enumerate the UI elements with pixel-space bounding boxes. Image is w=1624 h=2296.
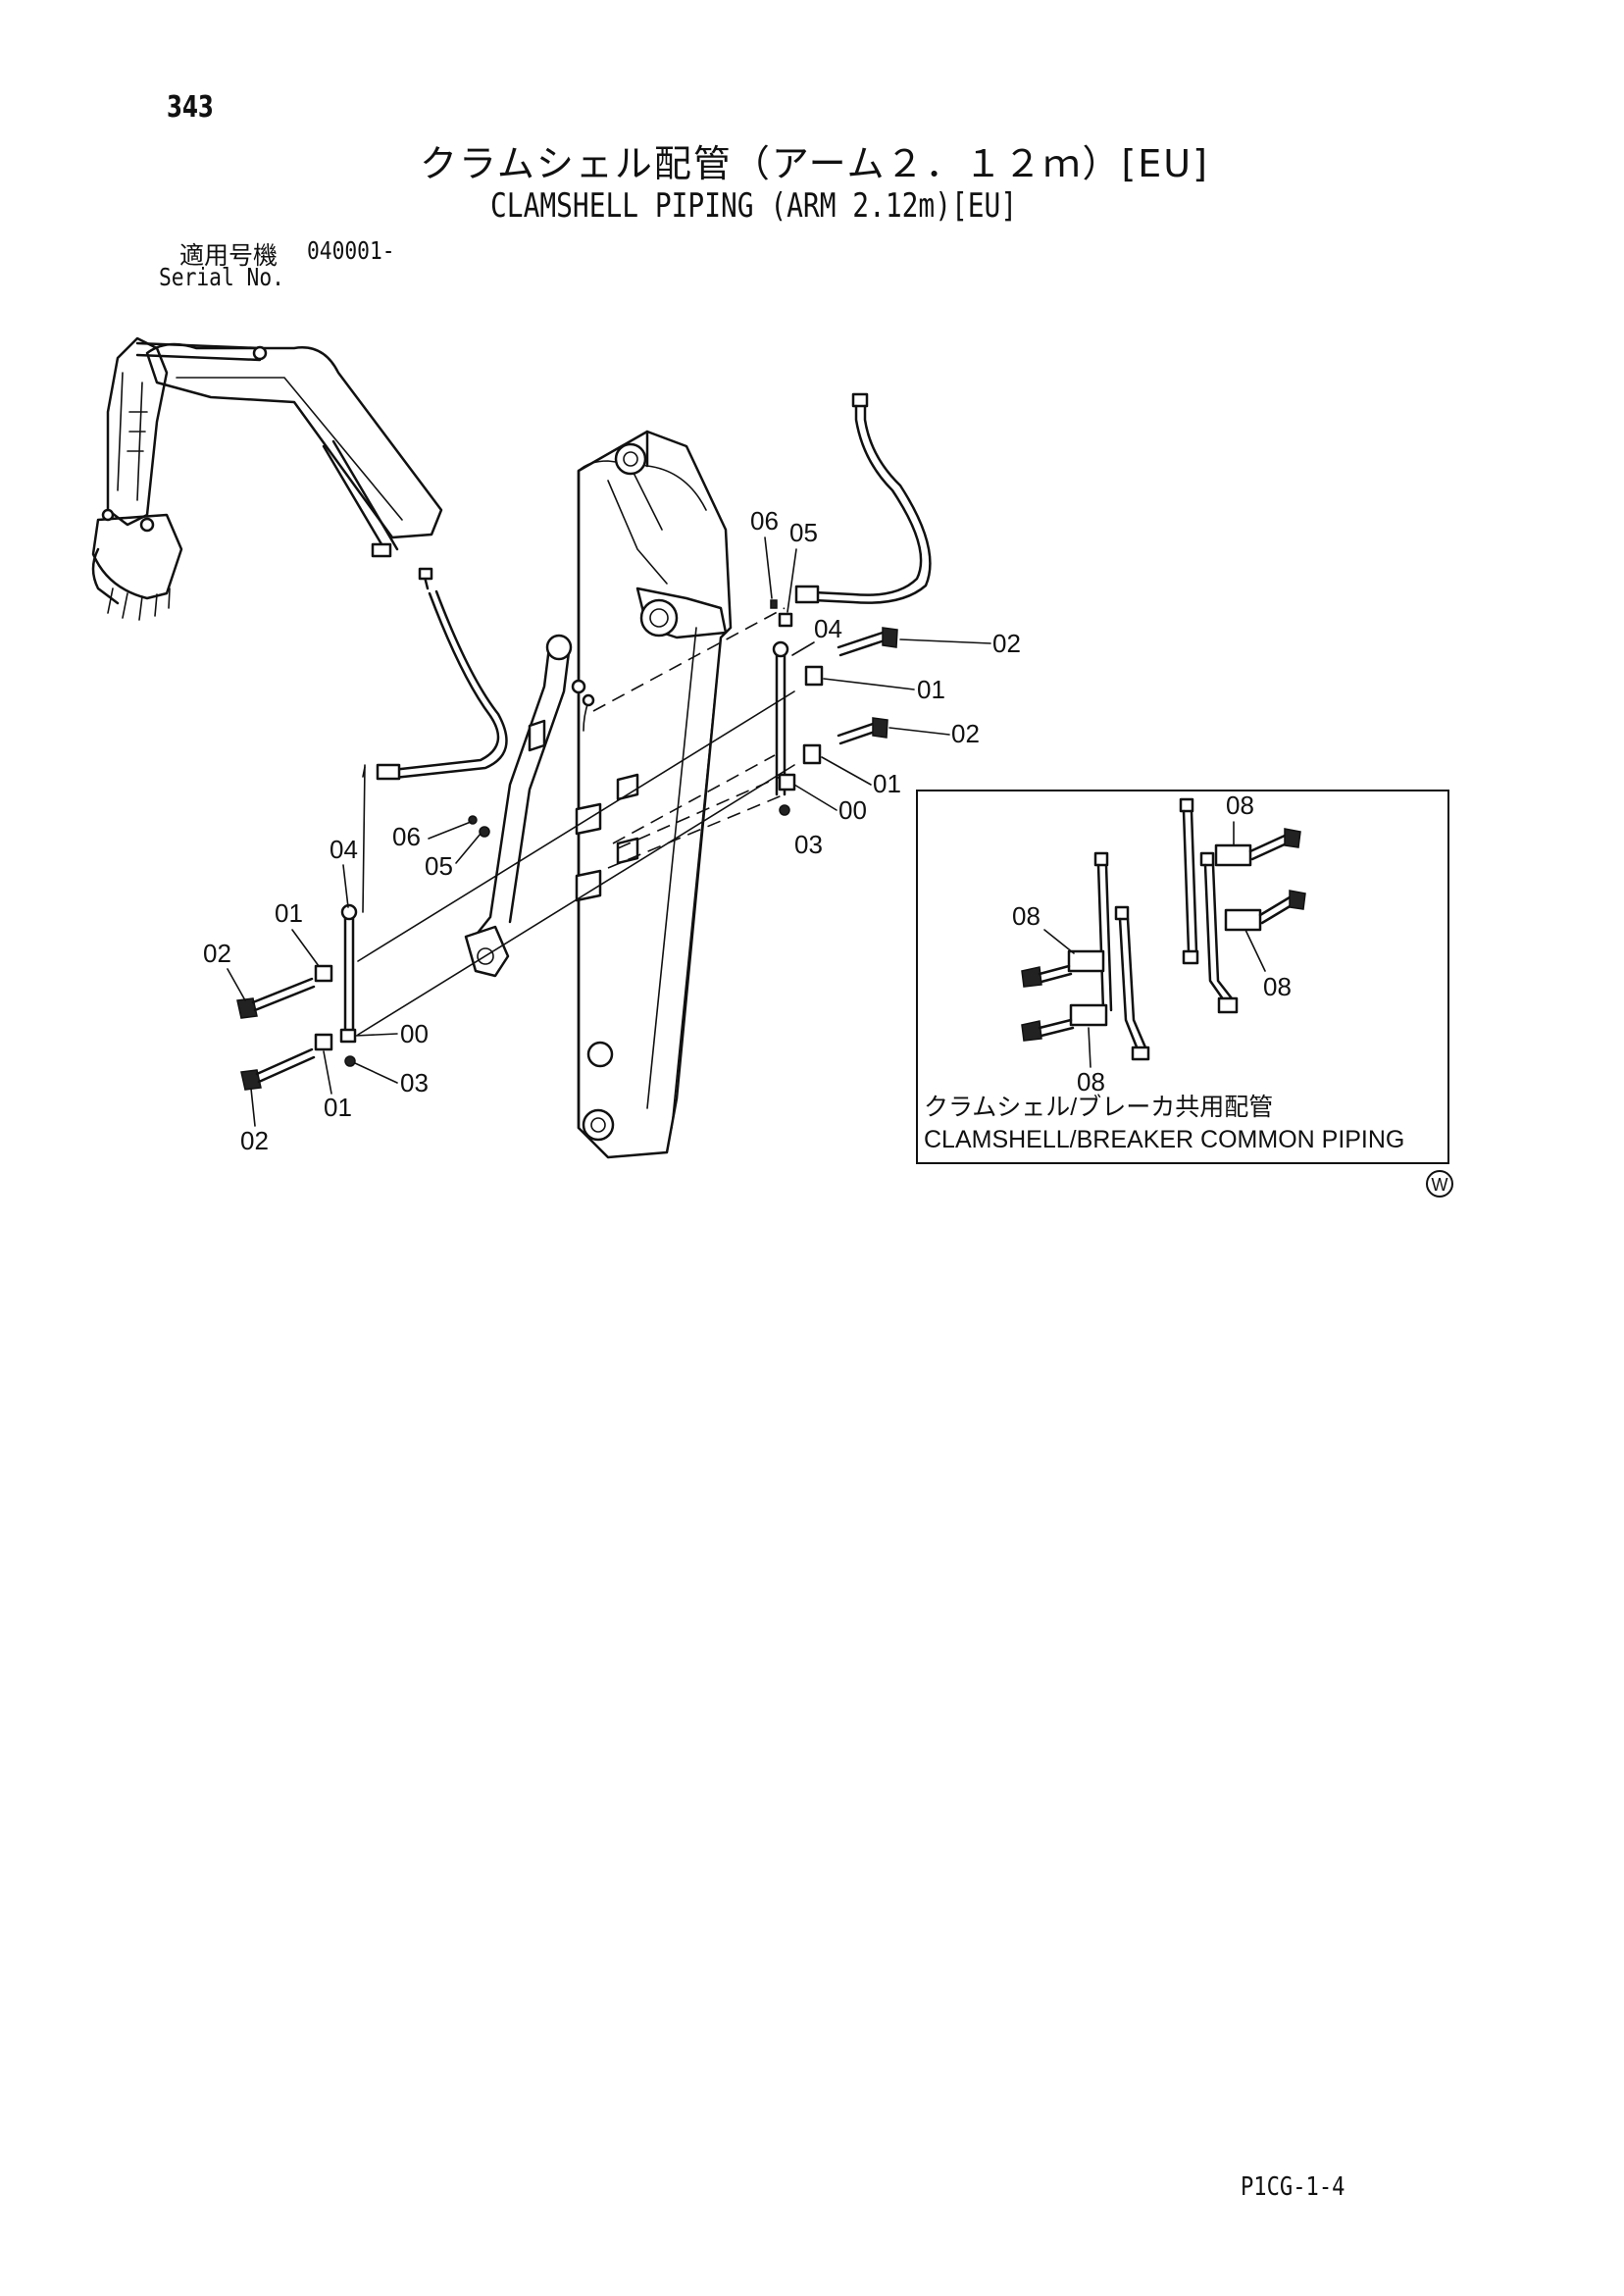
inset-common-piping: 08 08 08 08 クラムシェル/ブレーカ共用配管 CLAMSHELL/BR… (916, 790, 1449, 1164)
arm-drawing (464, 430, 733, 1159)
circled-w-mark: W (1426, 1170, 1453, 1198)
callout-02-left-upper: 02 (203, 939, 231, 968)
serial-label-english: Serial No. (159, 263, 284, 291)
title-japanese: クラムシェル配管（アーム２．１２ｍ）[EU] (420, 142, 1209, 185)
left-pipe-assembly (236, 815, 490, 1091)
callout-05-left: 05 (425, 851, 453, 881)
callout-01-right-lower: 01 (873, 769, 901, 798)
excavator-overview-drawing (91, 336, 443, 621)
callout-02-left-lower: 02 (240, 1126, 269, 1155)
callout-00-left: 00 (400, 1019, 429, 1048)
callout-06-top: 06 (750, 506, 779, 536)
callout-03-left: 03 (400, 1068, 429, 1097)
callout-00-right: 00 (838, 795, 867, 825)
reference-lines (357, 607, 795, 1036)
callout-02-right-lower: 02 (951, 719, 980, 748)
callout-01-left-upper: 01 (275, 898, 303, 928)
part-callouts: 06 05 04 02 01 02 01 00 03 06 05 04 01 0… (203, 506, 1021, 1155)
callout-03-right: 03 (794, 830, 823, 859)
callout-05-top: 05 (789, 518, 818, 547)
callout-01-left-lower: 01 (324, 1093, 352, 1122)
callout-06-left: 06 (392, 822, 421, 851)
page-number: 343 (167, 90, 214, 125)
callout-01-right-upper: 01 (917, 675, 945, 704)
inset-right-pipes (1179, 797, 1306, 1014)
corner-mark-letter: W (1432, 1175, 1448, 1195)
serial-number-value: 040001- (307, 236, 395, 265)
page-code: P1CG-1-4 (1241, 2172, 1345, 2202)
callout-04-left: 04 (330, 835, 358, 864)
inset-callout-08-bottom: 08 (1077, 1067, 1105, 1097)
right-pipe-assembly (770, 599, 898, 816)
callout-02-right-upper: 02 (992, 629, 1021, 658)
inset-callout-08-right: 08 (1263, 972, 1292, 1001)
inset-label-japanese: クラムシェル/ブレーカ共用配管 (924, 1094, 1273, 1121)
serial-label-japanese: 適用号機 (179, 241, 279, 270)
callout-04-right: 04 (814, 614, 842, 643)
inset-callout-08-top: 08 (1226, 791, 1254, 820)
title-english: CLAMSHELL PIPING (ARM 2.12m)[EU] (490, 186, 1018, 226)
left-clamshell-hose (362, 567, 508, 781)
inset-left-pipes (1021, 851, 1150, 1061)
right-clamshell-hose (794, 392, 932, 604)
inset-callout-08-left: 08 (1012, 901, 1040, 931)
inset-label-english: CLAMSHELL/BREAKER COMMON PIPING (924, 1126, 1404, 1153)
